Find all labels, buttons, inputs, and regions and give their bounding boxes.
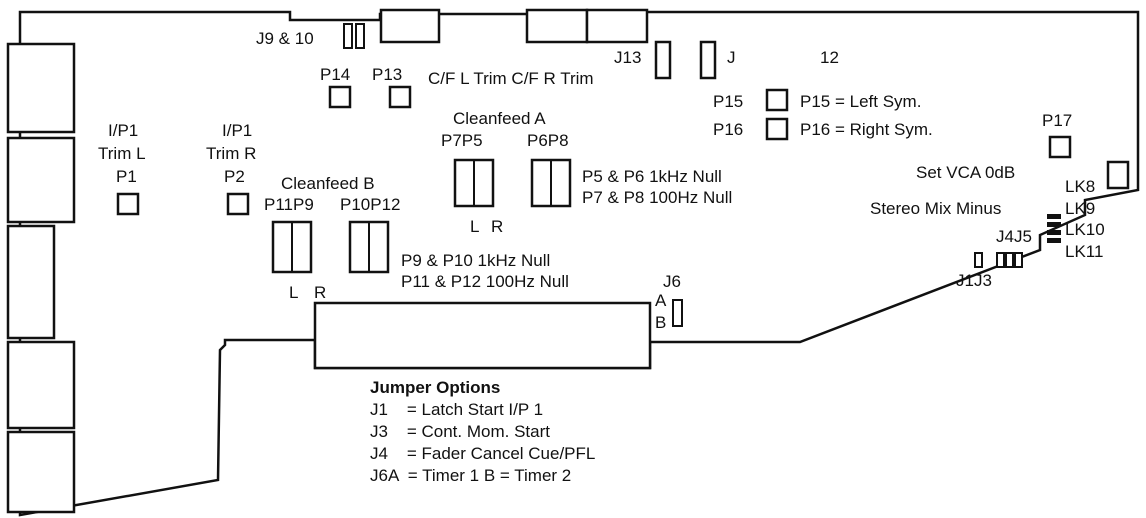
label-p15-desc: P15 = Left Sym. <box>800 92 921 111</box>
label-j6: J6 <box>663 272 681 291</box>
label-p1: P1 <box>116 167 137 186</box>
label-cleanfeed-a: Cleanfeed A <box>453 109 546 128</box>
link-lk9 <box>1047 222 1061 227</box>
edge-connector-2 <box>6 136 76 224</box>
label-ip1-trim-r-1: I/P1 <box>222 121 252 140</box>
label-p11p9: P11P9 <box>264 195 314 214</box>
label-j4j5: J4J5 <box>996 227 1032 246</box>
label-j13: J13 <box>614 48 641 67</box>
jumper-options-title: Jumper Options <box>370 378 500 397</box>
label-l-a: L <box>470 217 479 236</box>
label-lk10: LK10 <box>1065 220 1105 239</box>
label-r-a: R <box>491 217 503 236</box>
pot-p14 <box>328 85 352 109</box>
jumper-option-row: J4 = Fader Cancel Cue/PFL <box>370 444 595 463</box>
label-cleanfeed-b: Cleanfeed B <box>281 174 375 193</box>
pot-p13 <box>388 85 412 109</box>
label-j9-10: J9 & 10 <box>256 29 314 48</box>
edge-connector-5 <box>6 430 76 514</box>
label-p7p5: P7P5 <box>441 131 483 150</box>
label-p16-desc: P16 = Right Sym. <box>800 120 933 139</box>
edge-connector-4 <box>6 340 76 430</box>
label-12: 12 <box>820 48 839 67</box>
pot-p15 <box>765 88 789 112</box>
pot-vca <box>1106 160 1130 190</box>
link-lk8 <box>1047 214 1061 219</box>
jumper-j13 <box>654 40 672 80</box>
label-ip1-trim-l-2: Trim L <box>98 144 146 163</box>
top-connector-3 <box>585 8 649 44</box>
label-ip1-trim-l-1: I/P1 <box>108 121 138 140</box>
label-j1j3: J1J3 <box>956 271 992 290</box>
jumper-j1 <box>974 252 983 268</box>
main-connector <box>313 301 652 370</box>
link-lk10 <box>1047 230 1061 235</box>
link-lk11 <box>1047 238 1061 243</box>
edge-connector-1 <box>6 42 76 134</box>
jumper-option-row: J3 = Cont. Mom. Start <box>370 422 550 441</box>
label-l-b: L <box>289 283 298 302</box>
pot-p1 <box>116 192 140 216</box>
label-p16: P16 <box>713 120 743 139</box>
label-j6-a: A <box>655 291 667 310</box>
label-null-b-1: P9 & P10 1kHz Null <box>401 251 550 270</box>
label-null-a-2: P7 & P8 100Hz Null <box>582 188 732 207</box>
pot-p16 <box>765 117 789 141</box>
pot-p17 <box>1048 135 1072 159</box>
jumper-j6 <box>672 299 683 327</box>
label-p10p12: P10P12 <box>340 195 401 214</box>
jumper-j9 <box>343 23 353 49</box>
label-ip1-trim-r-2: Trim R <box>206 144 256 163</box>
label-lk8: LK8 <box>1065 177 1095 196</box>
label-p6p8: P6P8 <box>527 131 569 150</box>
label-p2: P2 <box>224 167 245 186</box>
jumper-j10 <box>355 23 365 49</box>
label-cf-trim: C/F L Trim C/F R Trim <box>428 69 594 88</box>
jumper-option-row: J6A = Timer 1 B = Timer 2 <box>370 466 571 485</box>
top-connector-2 <box>525 8 589 44</box>
jumper-j3 <box>996 252 1005 268</box>
jumper-option-row: J1 = Latch Start I/P 1 <box>370 400 543 419</box>
label-null-a-1: P5 & P6 1kHz Null <box>582 167 722 186</box>
jumper-j4 <box>1005 252 1014 268</box>
label-null-b-2: P11 & P12 100Hz Null <box>401 272 569 291</box>
pot-p2 <box>226 192 250 216</box>
label-j: J <box>727 48 736 67</box>
label-j6-b: B <box>655 313 666 332</box>
label-set-vca: Set VCA 0dB <box>916 163 1015 182</box>
label-lk11: LK11 <box>1065 242 1103 261</box>
label-r-b: R <box>314 283 326 302</box>
label-stereo-mix-minus: Stereo Mix Minus <box>870 199 1001 218</box>
top-connector-1 <box>379 8 441 44</box>
jumper-j5 <box>1014 252 1023 268</box>
edge-connector-3 <box>6 224 56 340</box>
label-p14: P14 <box>320 65 350 84</box>
label-p13: P13 <box>372 65 402 84</box>
label-lk9: LK9 <box>1065 199 1095 218</box>
label-p17: P17 <box>1042 111 1072 130</box>
label-p15: P15 <box>713 92 743 111</box>
jumper-j12 <box>699 40 717 80</box>
